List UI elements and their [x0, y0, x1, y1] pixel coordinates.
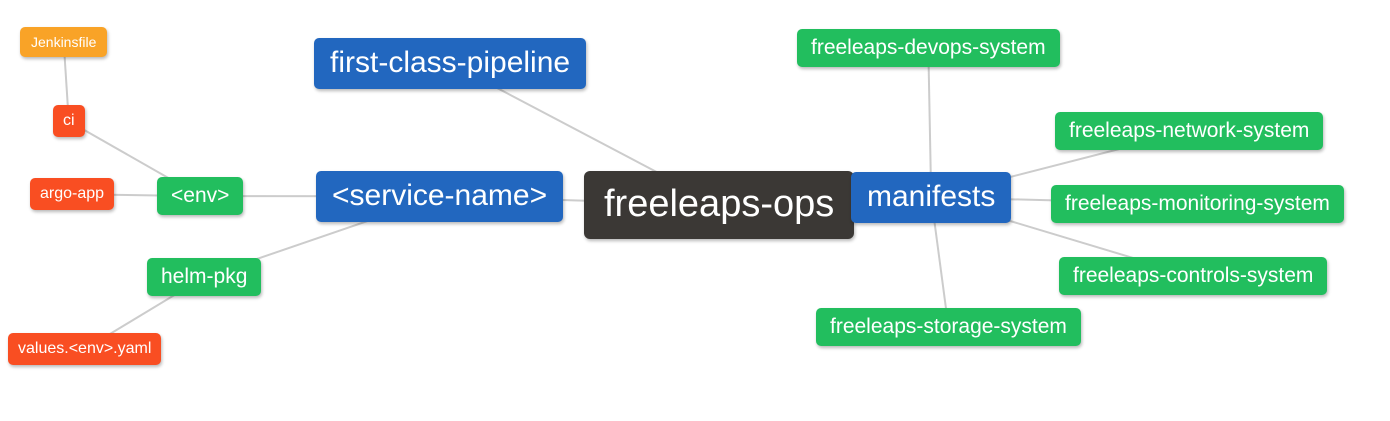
node-label: freeleaps-devops-system — [811, 36, 1046, 59]
node-label: first-class-pipeline — [330, 46, 571, 79]
node-label: freeleaps-ops — [604, 183, 835, 225]
node-freeleaps-controls-system[interactable]: freeleaps-controls-system — [1059, 257, 1328, 296]
node-service-name[interactable]: <service-name> — [316, 171, 564, 222]
node-label: freeleaps-controls-system — [1073, 264, 1314, 287]
node-env[interactable]: <env> — [157, 177, 244, 216]
node-ci[interactable]: ci — [53, 105, 85, 138]
node-label: argo-app — [40, 185, 105, 202]
node-label: values.<env>.yaml — [18, 340, 152, 357]
node-freeleaps-monitoring-system[interactable]: freeleaps-monitoring-system — [1051, 185, 1344, 224]
node-label: <service-name> — [332, 179, 548, 212]
node-label: helm-pkg — [161, 265, 248, 288]
node-label: freeleaps-monitoring-system — [1065, 192, 1330, 215]
node-label: <env> — [171, 184, 230, 207]
node-freeleaps-storage-system[interactable]: freeleaps-storage-system — [816, 308, 1081, 347]
node-freeleaps-network-system[interactable]: freeleaps-network-system — [1055, 112, 1324, 151]
node-label: freeleaps-storage-system — [830, 315, 1067, 338]
node-first-class-pipeline[interactable]: first-class-pipeline — [314, 38, 587, 89]
node-freeleaps-devops-system[interactable]: freeleaps-devops-system — [797, 29, 1060, 68]
node-values-env-yaml[interactable]: values.<env>.yaml — [8, 333, 162, 366]
node-jenkinsfile[interactable]: Jenkinsfile — [20, 27, 108, 58]
node-helm-pkg[interactable]: helm-pkg — [147, 258, 262, 297]
node-label: Jenkinsfile — [31, 34, 97, 50]
node-freeleaps-ops[interactable]: freeleaps-ops — [584, 171, 855, 239]
node-argo-app[interactable]: argo-app — [30, 178, 115, 211]
node-label: freeleaps-network-system — [1069, 119, 1310, 142]
node-manifests[interactable]: manifests — [851, 172, 1012, 223]
node-label: manifests — [867, 180, 996, 213]
node-label: ci — [63, 112, 75, 129]
